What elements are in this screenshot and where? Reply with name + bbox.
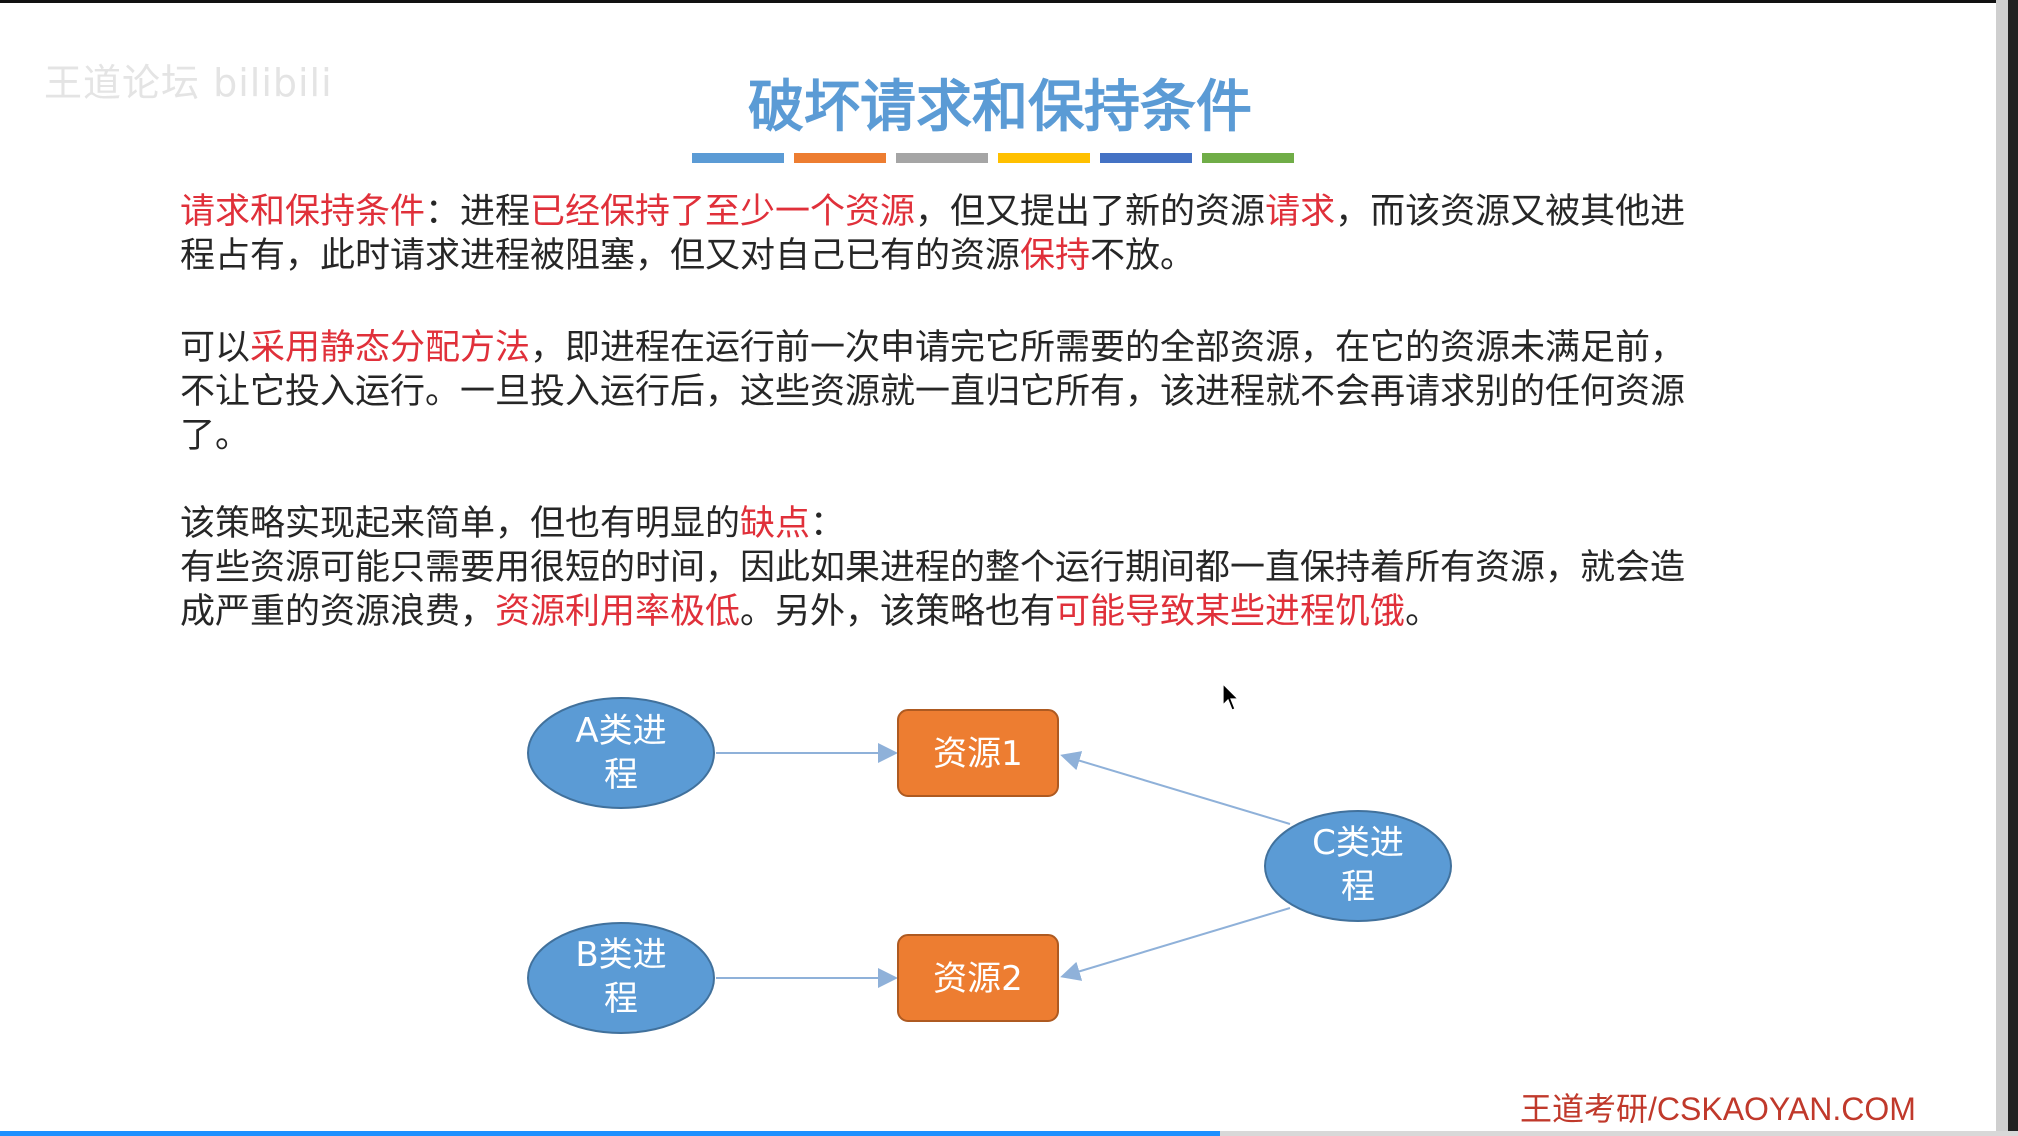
process-a-label-line2: 程 [604, 755, 638, 795]
arrow-c-to-resource1 [1060, 751, 1291, 825]
text-line: 了。 [180, 414, 1820, 458]
top-border [0, 0, 2018, 3]
highlighted-text: 保持 [1020, 236, 1091, 276]
process-b-ellipse [527, 922, 715, 1034]
color-bar-orange [794, 153, 886, 163]
body-text: 。另外，该策略也有 [740, 592, 1056, 632]
body-text: 不放。 [1090, 236, 1196, 276]
process-a-ellipse [527, 697, 715, 809]
body-text: 可以 [180, 328, 251, 368]
text-line: 可以采用静态分配方法，即进程在运行前一次申请完它所需要的全部资源，在它的资源未满… [180, 326, 1820, 370]
arrow-c-to-resource2 [1060, 907, 1291, 981]
text-line: 该策略实现起来简单，但也有明显的缺点： [180, 502, 1820, 546]
paragraph-condition: 请求和保持条件：进程已经保持了至少一个资源，但又提出了新的资源请求，而该资源又被… [180, 190, 1820, 278]
footer-brand: 王道考研/CSKAOYAN.COM [1520, 1091, 1916, 1127]
right-scroll-track[interactable] [1996, 0, 2008, 1136]
color-bar-blue [692, 153, 784, 163]
body-text: 。 [1405, 592, 1441, 632]
process-c-label-line1: C类进 [1312, 823, 1404, 863]
slide-title: 破坏请求和保持条件 [748, 75, 1252, 140]
resource2-box [897, 934, 1059, 1022]
bilibili-watermark: 王道论坛 bilibili [44, 61, 333, 105]
resource2-label: 资源2 [933, 959, 1023, 999]
text-line: 请求和保持条件：进程已经保持了至少一个资源，但又提出了新的资源请求，而该资源又被… [180, 190, 1820, 234]
highlighted-text: 请求和保持条件 [180, 192, 426, 232]
right-border [2008, 0, 2018, 1136]
color-bar-yellow [998, 153, 1090, 163]
progress-bar-remaining[interactable] [1220, 1131, 2018, 1136]
text-line: 成严重的资源浪费，资源利用率极低。另外，该策略也有可能导致某些进程饥饿。 [180, 590, 1820, 634]
body-text: 不让它投入运行。一旦投入运行后，这些资源就一直归它所有，该进程就不会再请求别的任… [180, 372, 1686, 412]
process-a-label-line1: A类进 [575, 711, 666, 751]
resource1-box [897, 709, 1059, 797]
highlighted-text: 请求 [1265, 192, 1336, 232]
body-text: 成严重的资源浪费， [180, 592, 496, 632]
resource1-label: 资源1 [933, 734, 1023, 774]
process-b-label-line2: 程 [604, 979, 638, 1019]
title-color-bars [692, 153, 1294, 163]
process-c-ellipse [1264, 810, 1452, 922]
body-text: 程占有，此时请求进程被阻塞，但又对自己已有的资源 [180, 236, 1021, 276]
color-bar-gray [896, 153, 988, 163]
highlighted-text: 资源利用率极低 [495, 592, 741, 632]
color-bar-darkblue [1100, 153, 1192, 163]
body-text: 该策略实现起来简单，但也有明显的 [180, 504, 741, 544]
process-b-label-line1: B类进 [575, 935, 666, 975]
process-c-label-line2: 程 [1341, 867, 1375, 907]
text-line: 程占有，此时请求进程被阻塞，但又对自己已有的资源保持不放。 [180, 234, 1820, 278]
highlighted-text: 采用静态分配方法 [250, 328, 531, 368]
body-text: 了。 [180, 416, 251, 456]
text-line: 有些资源可能只需要用很短的时间，因此如果进程的整个运行期间都一直保持着所有资源，… [180, 546, 1820, 590]
highlighted-text: 可能导致某些进程饥饿 [1055, 592, 1406, 632]
progress-bar-played[interactable] [0, 1131, 1220, 1136]
highlighted-text: 缺点 [740, 504, 811, 544]
body-text: ，而该资源又被其他进 [1335, 192, 1686, 232]
body-text: ： [810, 504, 846, 544]
body-text: ，即进程在运行前一次申请完它所需要的全部资源，在它的资源未满足前， [530, 328, 1686, 368]
paragraph-method: 可以采用静态分配方法，即进程在运行前一次申请完它所需要的全部资源，在它的资源未满… [180, 326, 1820, 458]
body-text: 有些资源可能只需要用很短的时间，因此如果进程的整个运行期间都一直保持着所有资源，… [180, 548, 1686, 588]
paragraph-drawbacks: 该策略实现起来简单，但也有明显的缺点： 有些资源可能只需要用很短的时间，因此如果… [180, 502, 1820, 634]
body-text: ：进程 [425, 192, 531, 232]
body-text: ，但又提出了新的资源 [915, 192, 1266, 232]
mouse-pointer-icon [1222, 683, 1240, 711]
text-line: 不让它投入运行。一旦投入运行后，这些资源就一直归它所有，该进程就不会再请求别的任… [180, 370, 1820, 414]
color-bar-green [1202, 153, 1294, 163]
highlighted-text: 已经保持了至少一个资源 [530, 192, 916, 232]
